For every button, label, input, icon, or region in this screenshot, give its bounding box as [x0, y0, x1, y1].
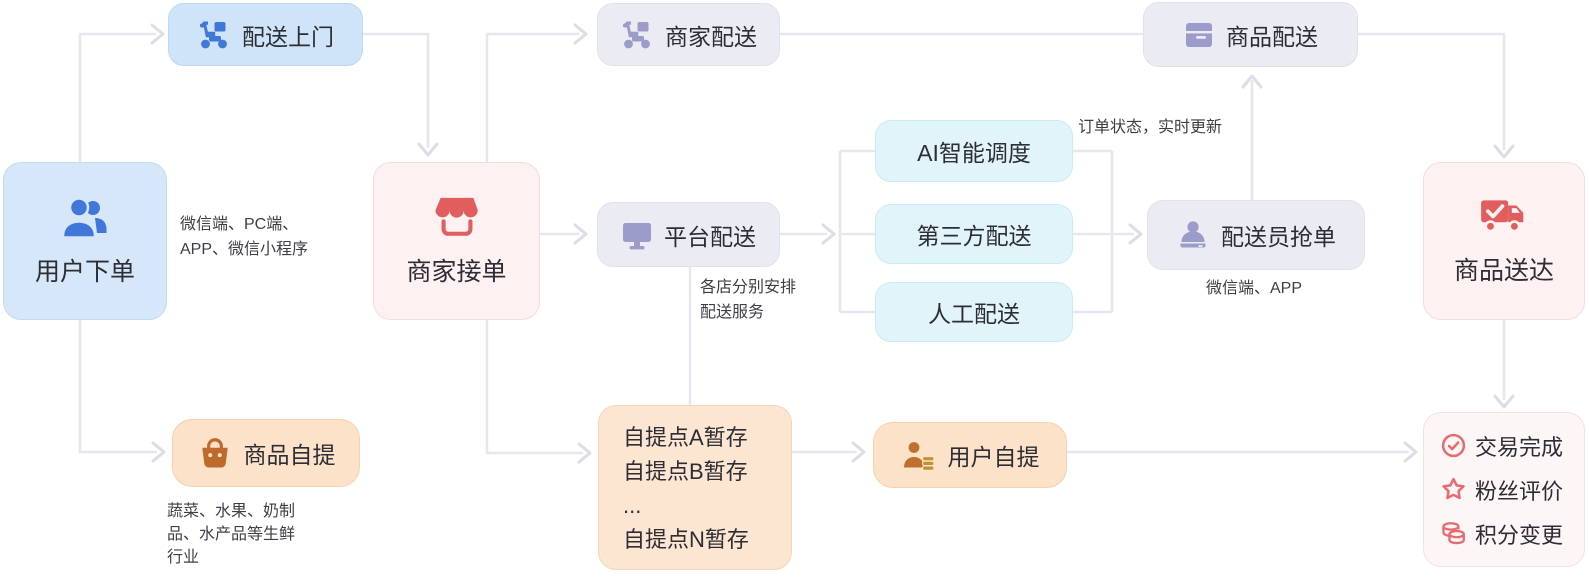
annotation-line: 配送服务 — [700, 304, 765, 321]
node-product-delivery: 商品配送 — [1143, 2, 1358, 67]
courier-icon — [1176, 219, 1210, 251]
scooter-icon — [620, 20, 654, 50]
pickup-point-line: ... — [623, 493, 642, 518]
pickup-point-line: 自提点A暂存 — [623, 425, 748, 450]
monitor-icon — [621, 220, 653, 250]
node-self-pickup: 商品自提 — [172, 419, 360, 487]
annotation-line: 微信端、APP — [1206, 280, 1303, 297]
node-label: 人工配送 — [928, 301, 1020, 327]
node-ai-dispatch: AI智能调度 — [875, 120, 1073, 182]
check-circle-icon — [1440, 432, 1467, 459]
node-label: AI智能调度 — [917, 140, 1031, 166]
node-courier-grab: 配送员抢单 — [1147, 200, 1365, 270]
annotation-order-channels: 微信端、PC端、 APP、微信小程序 — [180, 212, 308, 262]
completion-row: 积分变更 — [1440, 518, 1563, 550]
completion-label: 积分变更 — [1475, 522, 1564, 548]
completion-label: 粉丝评价 — [1475, 478, 1564, 504]
annotation-order-status: 订单状态，实时更新 — [1078, 115, 1222, 140]
node-third-party-delivery: 第三方配送 — [875, 204, 1073, 264]
annotation-courier-channels: 微信端、APP — [1206, 276, 1302, 301]
node-label: 用户自提 — [947, 444, 1040, 470]
node-user-order: 用户下单 — [3, 162, 167, 320]
node-merchant-accept: 商家接单 — [373, 162, 540, 320]
annotation-line: 微信端、PC端、 — [180, 216, 299, 233]
annotation-line: 品、水产品等生鲜 — [167, 526, 296, 543]
bag-icon — [197, 436, 233, 470]
node-manual-delivery: 人工配送 — [875, 282, 1073, 342]
star-icon — [1440, 476, 1467, 503]
node-product-arrival: 商品送达 — [1423, 162, 1585, 320]
node-label: 商品送达 — [1453, 256, 1554, 285]
annotation-line: APP、微信小程序 — [180, 241, 309, 258]
users-icon — [59, 195, 111, 239]
node-label: 配送员抢单 — [1221, 224, 1336, 250]
node-label: 用户下单 — [34, 257, 135, 286]
package-icon — [1183, 19, 1215, 51]
node-label: 商家接单 — [406, 257, 507, 286]
coins-icon — [1440, 520, 1467, 547]
node-label: 第三方配送 — [916, 223, 1032, 249]
truck-check-icon — [1478, 196, 1530, 238]
node-user-pickup: 用户自提 — [873, 422, 1067, 488]
annotation-line: 订单状态，实时更新 — [1078, 119, 1223, 136]
node-label: 商家配送 — [665, 23, 757, 50]
annotation-line: 蔬菜、水果、奶制 — [167, 503, 296, 520]
completion-row: 交易完成 — [1440, 430, 1563, 462]
pickup-point-line: 自提点N暂存 — [623, 527, 749, 552]
annotation-fresh-industry: 蔬菜、水果、奶制 品、水产品等生鲜 行业 — [167, 500, 295, 569]
node-pickup-points: 自提点A暂存 自提点B暂存 ... 自提点N暂存 — [598, 405, 792, 570]
node-label: 商品配送 — [1226, 23, 1318, 50]
pickup-point-line: 自提点B暂存 — [623, 459, 748, 484]
node-completion: 交易完成 粉丝评价 — [1423, 412, 1585, 567]
node-home-delivery: 配送上门 — [168, 3, 363, 66]
node-merchant-delivery: 商家配送 — [597, 3, 780, 66]
storefront-icon — [434, 195, 480, 239]
node-label: 平台配送 — [664, 223, 756, 250]
node-label: 配送上门 — [242, 23, 334, 50]
node-label: 商品自提 — [243, 442, 336, 468]
annotation-line: 各店分别安排 — [700, 279, 797, 296]
completion-row: 粉丝评价 — [1440, 474, 1563, 506]
completion-label: 交易完成 — [1475, 434, 1564, 460]
annotation-line: 行业 — [167, 549, 200, 566]
person-coins-icon — [901, 439, 937, 471]
annotation-store-arrange: 各店分别安排 配送服务 — [700, 275, 796, 325]
scooter-icon — [197, 20, 231, 50]
node-platform-delivery: 平台配送 — [597, 202, 780, 267]
